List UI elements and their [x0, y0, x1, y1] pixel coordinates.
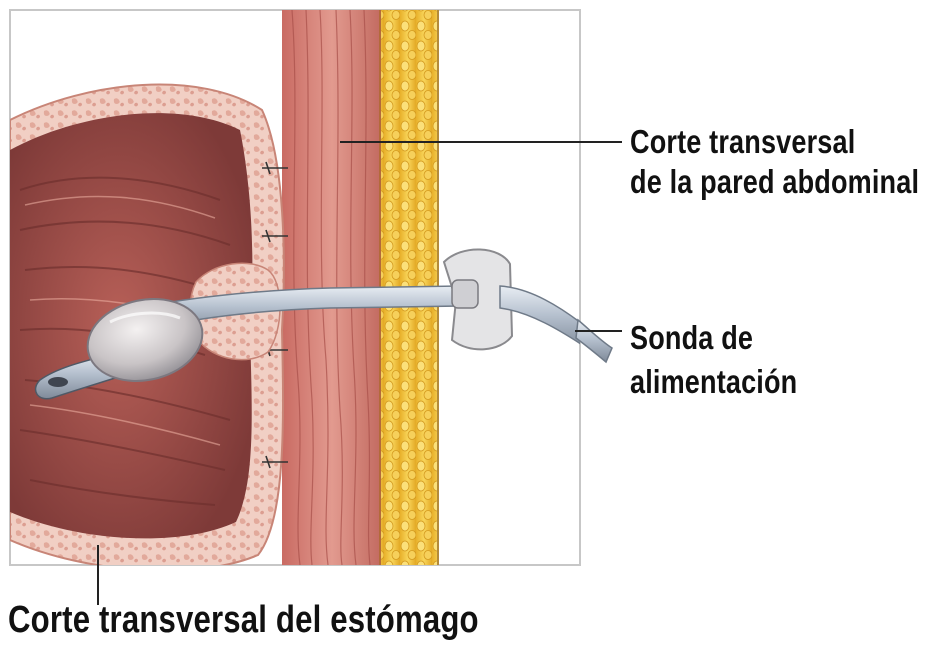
label-stomach: Corte transversal del estómago	[8, 600, 479, 640]
label-abdominal-wall-line2: de la pared abdominal	[630, 162, 919, 202]
label-abdominal-wall-line1: Corte transversal	[630, 122, 855, 162]
label-feeding-tube-line2: alimentación	[630, 362, 797, 402]
label-feeding-tube-line1: Sonda de	[630, 318, 753, 358]
